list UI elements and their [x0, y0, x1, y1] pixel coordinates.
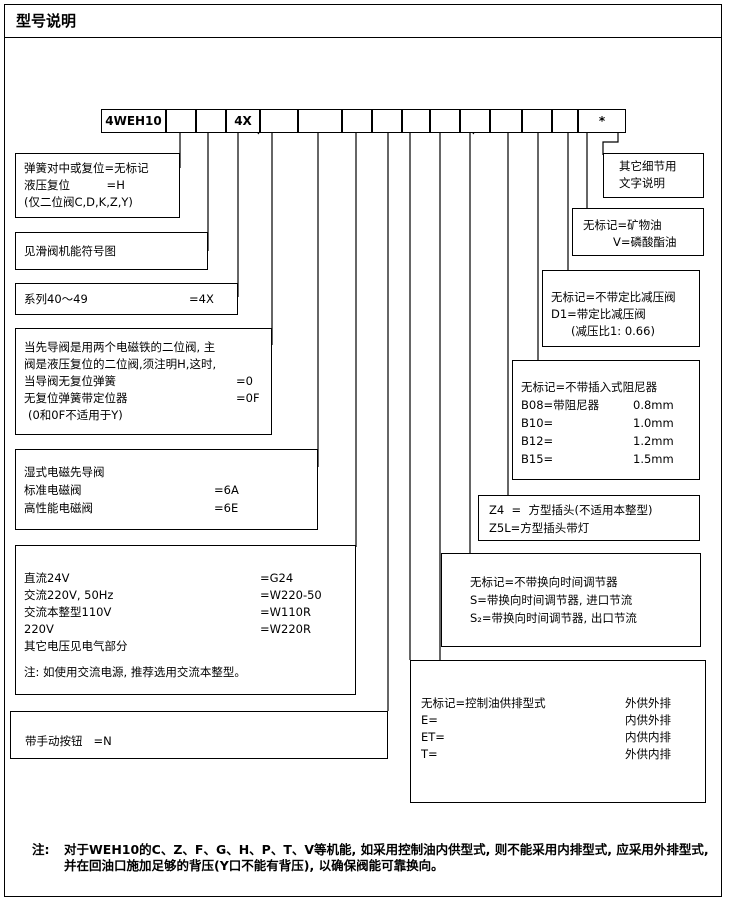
pilot-line-3: 当导阀无复位弹簧 — [24, 374, 116, 388]
code-cell — [166, 109, 196, 133]
code-cell — [342, 109, 372, 133]
box-pressure-reducer: 无标记=不带定比减压阀 D1=带定比减压阀 (减压比1: 0.66) — [542, 270, 700, 347]
series-label: 系列40～49 — [24, 292, 88, 306]
reducer-line-2: D1=带定比减压阀 — [551, 307, 646, 321]
code-cell — [372, 109, 402, 133]
voltage-value-4: =W220R — [260, 622, 311, 636]
spring-line-2: 液压复位 =H — [24, 178, 125, 192]
damper-line-4: B12= — [521, 434, 554, 448]
supply-value-2: 内供外排 — [625, 713, 671, 727]
symbol-line: 见滑阀机能符号图 — [24, 244, 116, 258]
oil-line-1: 无标记=矿物油 — [583, 218, 662, 232]
code-prefix-cell: 4WEH10 — [101, 109, 166, 133]
voltage-note: 注: 如使用交流电源, 推荐选用交流本整型。 — [24, 665, 246, 679]
pilot-line-5: (0和0F不适用于Y) — [28, 408, 123, 422]
supply-value-4: 外供内排 — [625, 747, 671, 761]
damper-line-2: B08=带阻尼器 — [521, 398, 600, 412]
plug-line-1: Z4 = 方型插头(不适用本整型) — [489, 503, 653, 517]
solenoid-line-3: 高性能电磁阀 — [24, 501, 93, 515]
box-voltage: 直流24V =G24 交流220V, 50Hz =W220-50 交流本整型11… — [15, 545, 356, 695]
footnote-label: 注: — [32, 842, 50, 857]
other-line-1: 其它细节用 — [619, 159, 677, 173]
solenoid-line-2: 标准电磁阀 — [24, 483, 82, 497]
box-manual-button: 带手动按钮 =N — [10, 711, 388, 759]
series-value: =4X — [189, 292, 214, 306]
supply-line-2: E= — [421, 713, 438, 727]
code-cell — [430, 109, 460, 133]
box-pilot-valve: 当先导阀是用两个电磁铁的二位阀, 主 阀是液压复位的二位阀,须注明H,这时, 当… — [15, 328, 272, 435]
box-spring-reset: 弹簧对中或复位=无标记 液压复位 =H (仅二位阀C,D,K,Z,Y) — [15, 153, 180, 218]
code-series-cell: 4X — [226, 109, 260, 133]
damper-line-1: 无标记=不带插入式阻尼器 — [521, 380, 658, 394]
solenoid-value-1: =6A — [214, 483, 239, 497]
damper-line-3: B10= — [521, 416, 554, 430]
other-line-2: 文字说明 — [619, 176, 665, 190]
pilot-value-2: =0F — [236, 391, 260, 405]
damper-value-3: 1.2mm — [633, 434, 674, 448]
voltage-line-4: 220V — [24, 622, 54, 636]
outer-frame — [4, 4, 722, 897]
voltage-line-2: 交流220V, 50Hz — [24, 588, 114, 602]
code-cell — [402, 109, 430, 133]
header-bar: 型号说明 — [4, 4, 722, 38]
spring-line-1: 弹簧对中或复位=无标记 — [24, 161, 149, 175]
damper-value-4: 1.5mm — [633, 452, 674, 466]
damper-value-2: 1.0mm — [633, 416, 674, 430]
damper-line-5: B15= — [521, 452, 554, 466]
code-cell — [298, 109, 342, 133]
box-spool-symbol: 见滑阀机能符号图 — [15, 232, 208, 270]
box-series: 系列40～49 =4X — [15, 283, 238, 315]
code-cell — [552, 109, 578, 133]
reducer-line-3: (减压比1: 0.66) — [571, 324, 655, 338]
pilot-value-1: =0 — [236, 374, 253, 388]
supply-value-1: 外供外排 — [625, 696, 671, 710]
voltage-value-3: =W110R — [260, 605, 311, 619]
reducer-line-1: 无标记=不带定比减压阀 — [551, 290, 676, 304]
solenoid-line-1: 湿式电磁先导阀 — [24, 465, 105, 479]
plug-line-2: Z5L=方型插头带灯 — [489, 521, 590, 535]
supply-line-4: T= — [421, 747, 438, 761]
page-title: 型号说明 — [16, 12, 77, 30]
box-plug: Z4 = 方型插头(不适用本整型) Z5L=方型插头带灯 — [478, 495, 700, 541]
code-cell — [490, 109, 522, 133]
voltage-value-1: =G24 — [260, 571, 294, 585]
pilot-line-1: 当先导阀是用两个电磁铁的二位阀, 主 — [24, 340, 216, 354]
voltage-line-1: 直流24V — [24, 571, 70, 585]
timer-line-2: S=带换向时间调节器, 进口节流 — [470, 593, 633, 607]
box-timer: 无标记=不带换向时间调节器 S=带换向时间调节器, 进口节流 S₂=带换向时间调… — [441, 553, 701, 647]
box-damper: 无标记=不带插入式阻尼器 B08=带阻尼器 0.8mm B10= 1.0mm B… — [512, 360, 700, 480]
supply-value-3: 内供内排 — [625, 730, 671, 744]
solenoid-value-2: =6E — [214, 501, 239, 515]
voltage-value-2: =W220-50 — [260, 588, 322, 602]
box-oil-type: 无标记=矿物油 V=磷酸酯油 — [572, 208, 704, 256]
damper-value-1: 0.8mm — [633, 398, 674, 412]
code-star-cell: * — [578, 109, 626, 133]
oil-line-2: V=磷酸酯油 — [613, 235, 677, 249]
voltage-line-3: 交流本整型110V — [24, 605, 112, 619]
supply-line-3: ET= — [421, 730, 445, 744]
code-cell — [522, 109, 552, 133]
box-solenoid: 湿式电磁先导阀 标准电磁阀 =6A 高性能电磁阀 =6E — [15, 449, 318, 530]
box-other-details: 其它细节用 文字说明 — [603, 153, 704, 198]
pilot-line-4: 无复位弹簧带定位器 — [24, 391, 128, 405]
voltage-line-5: 其它电压见电气部分 — [24, 639, 128, 653]
timer-line-3: S₂=带换向时间调节器, 出口节流 — [470, 611, 637, 625]
box-oil-supply: 无标记=控制油供排型式 外供外排 E= 内供外排 ET= 内供内排 T= 外供内… — [410, 660, 706, 803]
code-cell — [460, 109, 490, 133]
pilot-line-2: 阀是液压复位的二位阀,须注明H,这时, — [24, 357, 217, 371]
code-cell — [196, 109, 226, 133]
footnote-text: 对于WEH10的C、Z、F、G、H、P、T、V等机能, 如采用控制油内供型式, … — [64, 842, 709, 873]
manual-line: 带手动按钮 =N — [25, 734, 112, 748]
code-cell — [260, 109, 298, 133]
spring-line-3: (仅二位阀C,D,K,Z,Y) — [24, 195, 133, 209]
timer-line-1: 无标记=不带换向时间调节器 — [470, 575, 618, 589]
supply-line-1: 无标记=控制油供排型式 — [421, 696, 546, 710]
